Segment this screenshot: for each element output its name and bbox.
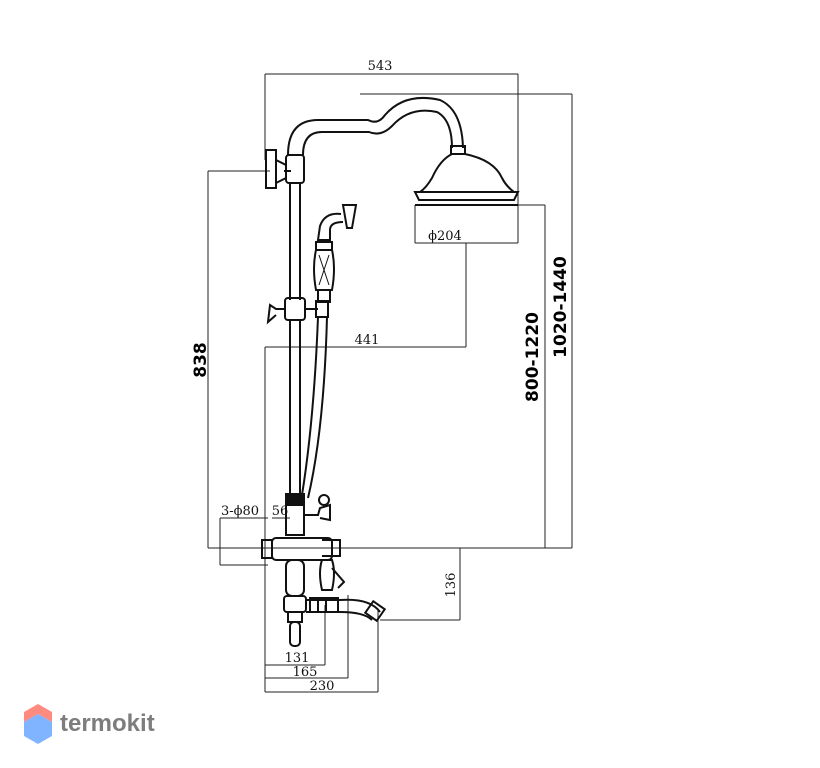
dimension-lines — [207, 73, 573, 693]
dim-165-label: 165 — [293, 665, 318, 680]
dim-441-label: 441 — [355, 333, 380, 348]
dim-56-label: 56 — [272, 504, 289, 519]
dim-1020-1440-label: 1020-1440 — [551, 256, 571, 358]
dim-head-diameter-label: ϕ204 — [428, 229, 462, 244]
dim-543-label: 543 — [368, 59, 393, 74]
logo-hexagon-bottom-icon — [24, 714, 52, 744]
termokit-logo: termokit — [24, 704, 155, 744]
dim-flange-label: 3-ϕ80 — [221, 504, 259, 519]
logo-hexagon-top-icon — [24, 704, 52, 722]
brand-name: termokit — [60, 710, 155, 737]
dim-838-label: 838 — [191, 342, 211, 378]
dim-230-label: 230 — [310, 679, 335, 694]
shower-fixture-outline — [261, 96, 520, 647]
dim-131-label: 131 — [285, 651, 310, 666]
dim-800-1220-label: 800-1220 — [523, 312, 543, 402]
dim-136-label: 136 — [444, 573, 459, 598]
